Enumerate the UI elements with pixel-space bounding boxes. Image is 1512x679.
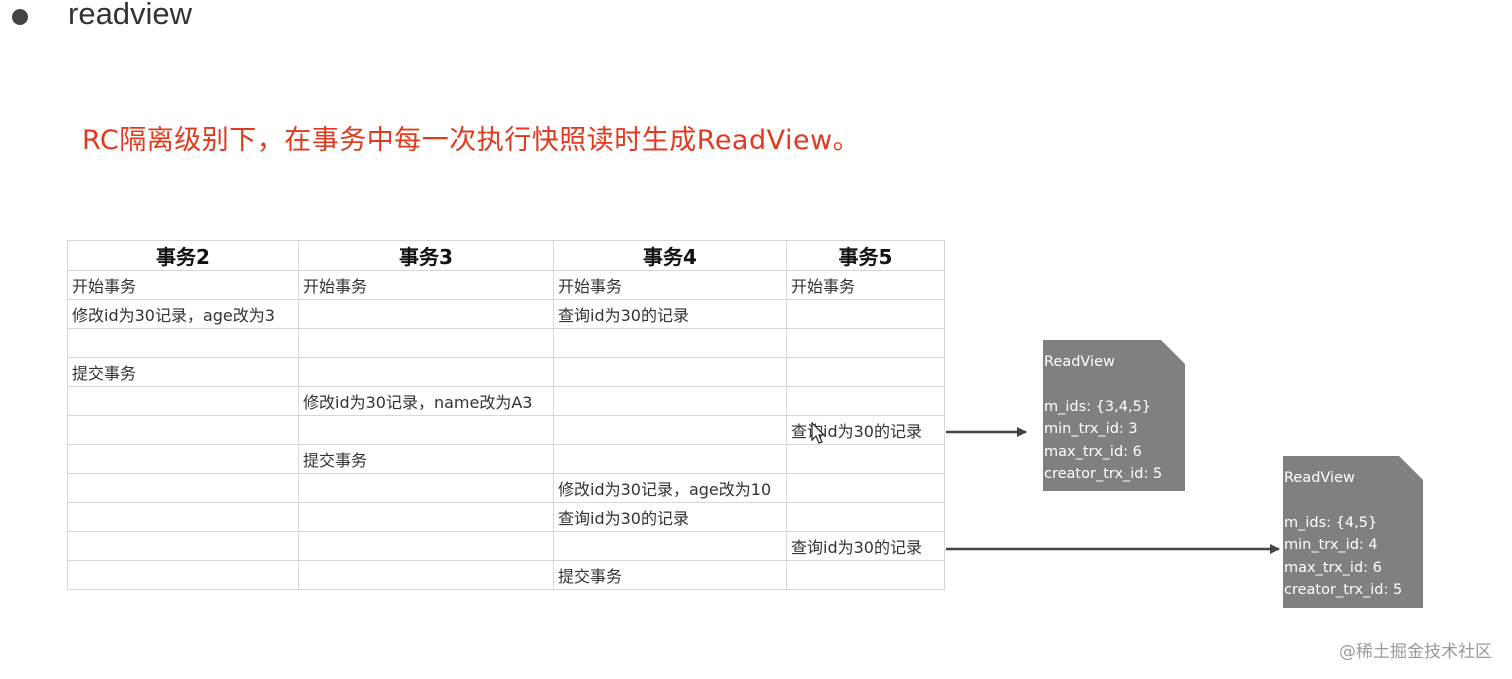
- readview-title: ReadView: [1284, 470, 1355, 486]
- table-cell: [553, 531, 787, 561]
- watermark: @稀土掘金技术社区: [1339, 642, 1492, 662]
- transaction-table: 事务2 事务3 事务4 事务5 开始事务 开始事务 开始事务 开始事务 修改id…: [67, 240, 945, 590]
- table-row: 查询id为30的记录: [67, 531, 945, 561]
- table-cell: [553, 357, 787, 387]
- table-header-row: 事务2 事务3 事务4 事务5: [67, 240, 945, 271]
- table-cell: 查询id为30的记录: [786, 531, 945, 561]
- header-tx2: 事务2: [67, 240, 299, 271]
- section-title: readview: [68, 0, 193, 31]
- table-cell: 开始事务: [298, 270, 554, 300]
- table-cell: 开始事务: [553, 270, 787, 300]
- table-cell: [786, 386, 945, 416]
- readview-m-ids: m_ids: {4,5}: [1284, 514, 1378, 531]
- readview-min-trx-id: min_trx_id: 4: [1284, 537, 1378, 553]
- table-row: 修改id为30记录，age改为10: [67, 473, 945, 503]
- table-row: 查询id为30的记录: [67, 502, 945, 532]
- table-cell: 提交事务: [67, 357, 299, 387]
- table-cell: [298, 560, 554, 590]
- table-cell: [786, 444, 945, 474]
- table-cell: [786, 299, 945, 329]
- readview-max-trx-id: max_trx_id: 6: [1044, 443, 1142, 460]
- table-row: 修改id为30记录，age改为3 查询id为30的记录: [67, 299, 945, 329]
- readview-title: ReadView: [1044, 354, 1115, 370]
- readview-creator-trx-id: creator_trx_id: 5: [1284, 582, 1403, 598]
- bullet-icon: [12, 9, 28, 25]
- table-cell: [553, 444, 787, 474]
- table-row: 提交事务: [67, 444, 945, 474]
- table-cell: [553, 415, 787, 445]
- table-cell: [298, 299, 554, 329]
- header-tx3: 事务3: [298, 240, 554, 271]
- mouse-pointer-icon: [811, 421, 826, 444]
- readview-creator-trx-id: creator_trx_id: 5: [1044, 466, 1163, 482]
- readview-max-trx-id: max_trx_id: 6: [1284, 559, 1382, 576]
- table-cell: 提交事务: [553, 560, 787, 590]
- readview-min-trx-id: min_trx_id: 3: [1044, 421, 1138, 437]
- table-row: [67, 328, 945, 358]
- table-cell: [786, 560, 945, 590]
- table-cell: 提交事务: [298, 444, 554, 474]
- table-row: 提交事务: [67, 560, 945, 590]
- readview-box-1: ReadView m_ids: {3,4,5} min_trx_id: 3 ma…: [1043, 340, 1185, 491]
- table-cell: [67, 328, 299, 358]
- table-cell: [553, 328, 787, 358]
- table-cell: [67, 444, 299, 474]
- table-row: 提交事务: [67, 357, 945, 387]
- readview-m-ids: m_ids: {3,4,5}: [1044, 398, 1152, 415]
- subtitle-note: RC隔离级别下，在事务中每一次执行快照读时生成ReadView。: [82, 125, 861, 156]
- readview-box-2: ReadView m_ids: {4,5} min_trx_id: 4 max_…: [1283, 456, 1423, 608]
- table-cell: 开始事务: [786, 270, 945, 300]
- table-cell: 查询id为30的记录: [553, 502, 787, 532]
- table-cell: 修改id为30记录，age改为3: [67, 299, 299, 329]
